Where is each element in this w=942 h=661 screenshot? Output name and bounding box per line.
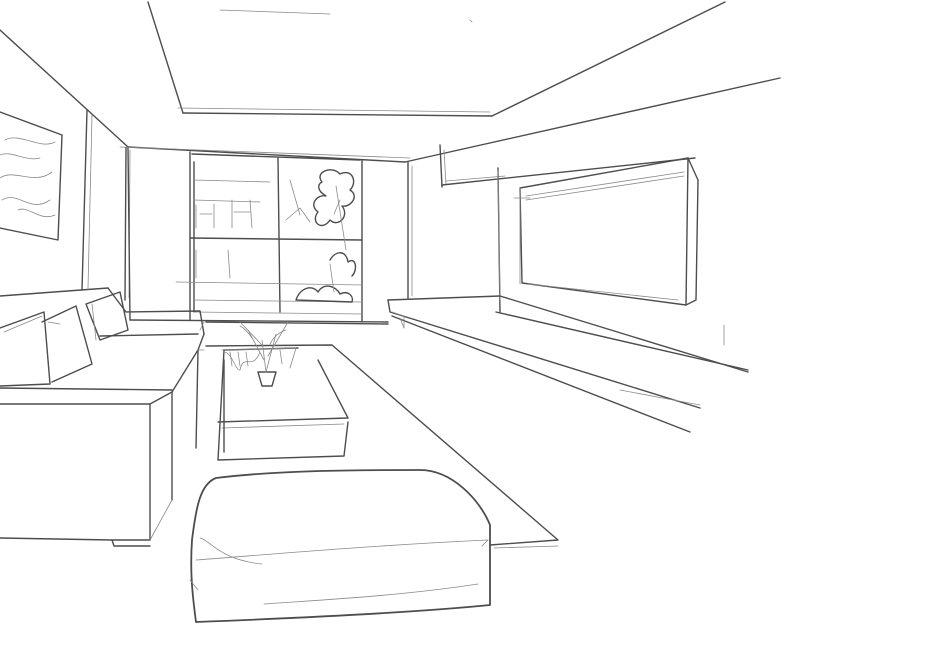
rug bbox=[205, 344, 559, 549]
plant-vase bbox=[239, 321, 289, 387]
right-wall bbox=[387, 144, 749, 433]
coffee-table bbox=[217, 321, 349, 461]
outdoor-tree bbox=[295, 169, 357, 303]
wall-artwork bbox=[0, 111, 63, 241]
low-bench bbox=[387, 295, 749, 433]
ottoman bbox=[189, 469, 491, 623]
back-wall bbox=[127, 147, 413, 325]
tv-panel bbox=[513, 157, 699, 306]
ceiling bbox=[0, 1, 781, 163]
left-wall bbox=[0, 109, 131, 301]
cushion-left bbox=[0, 311, 51, 387]
window bbox=[175, 153, 363, 315]
cushion-back bbox=[85, 291, 129, 341]
cushion-middle bbox=[41, 305, 93, 383]
sofa bbox=[0, 287, 205, 547]
